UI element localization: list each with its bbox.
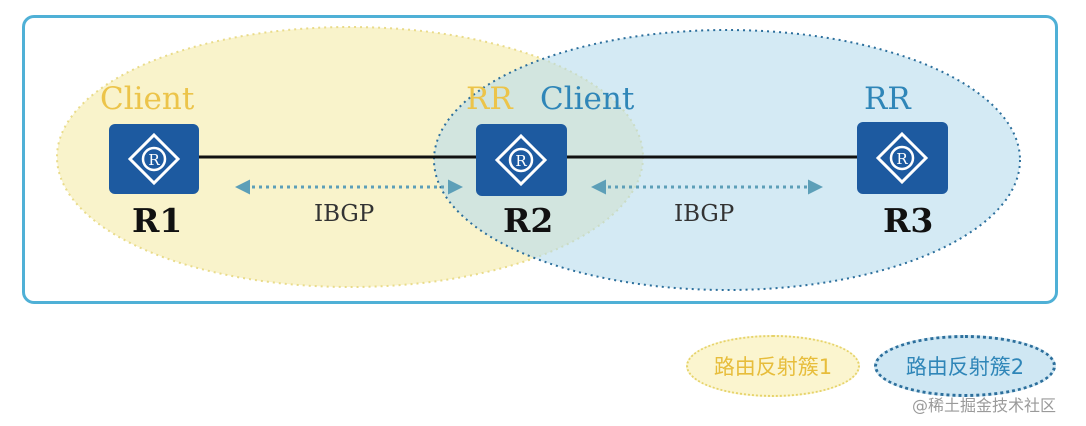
r3-name: R3	[883, 201, 934, 240]
r2-rr-label: RR	[466, 81, 513, 117]
router-r1: R	[109, 124, 199, 194]
r1-role-label: Client	[100, 81, 195, 117]
router-icon: R	[494, 133, 548, 187]
diagram-frame	[22, 15, 1058, 304]
svg-text:R: R	[148, 151, 160, 169]
router-r3: R	[857, 122, 948, 194]
legend-cluster-1-label: 路由反射簇1	[713, 355, 833, 379]
r3-role-label: RR	[864, 81, 911, 117]
svg-text:R: R	[896, 150, 908, 168]
svg-text:R: R	[515, 152, 527, 170]
legend-cluster-2-label: 路由反射簇2	[905, 355, 1025, 379]
r1-name: R1	[132, 201, 183, 240]
watermark: @稀土掘金技术社区	[912, 396, 1057, 415]
router-icon: R	[127, 132, 181, 186]
router-icon: R	[875, 131, 929, 185]
ibgp-label-1: IBGP	[314, 201, 375, 227]
ibgp-label-2: IBGP	[674, 201, 735, 227]
legend-cluster-1: 路由反射簇1	[686, 335, 860, 397]
r2-name: R2	[503, 201, 554, 240]
router-r2: R	[476, 124, 567, 196]
legend-cluster-2: 路由反射簇2	[874, 335, 1056, 397]
cluster-2-ellipse	[433, 29, 1021, 291]
r2-client-label: Client	[540, 81, 635, 117]
